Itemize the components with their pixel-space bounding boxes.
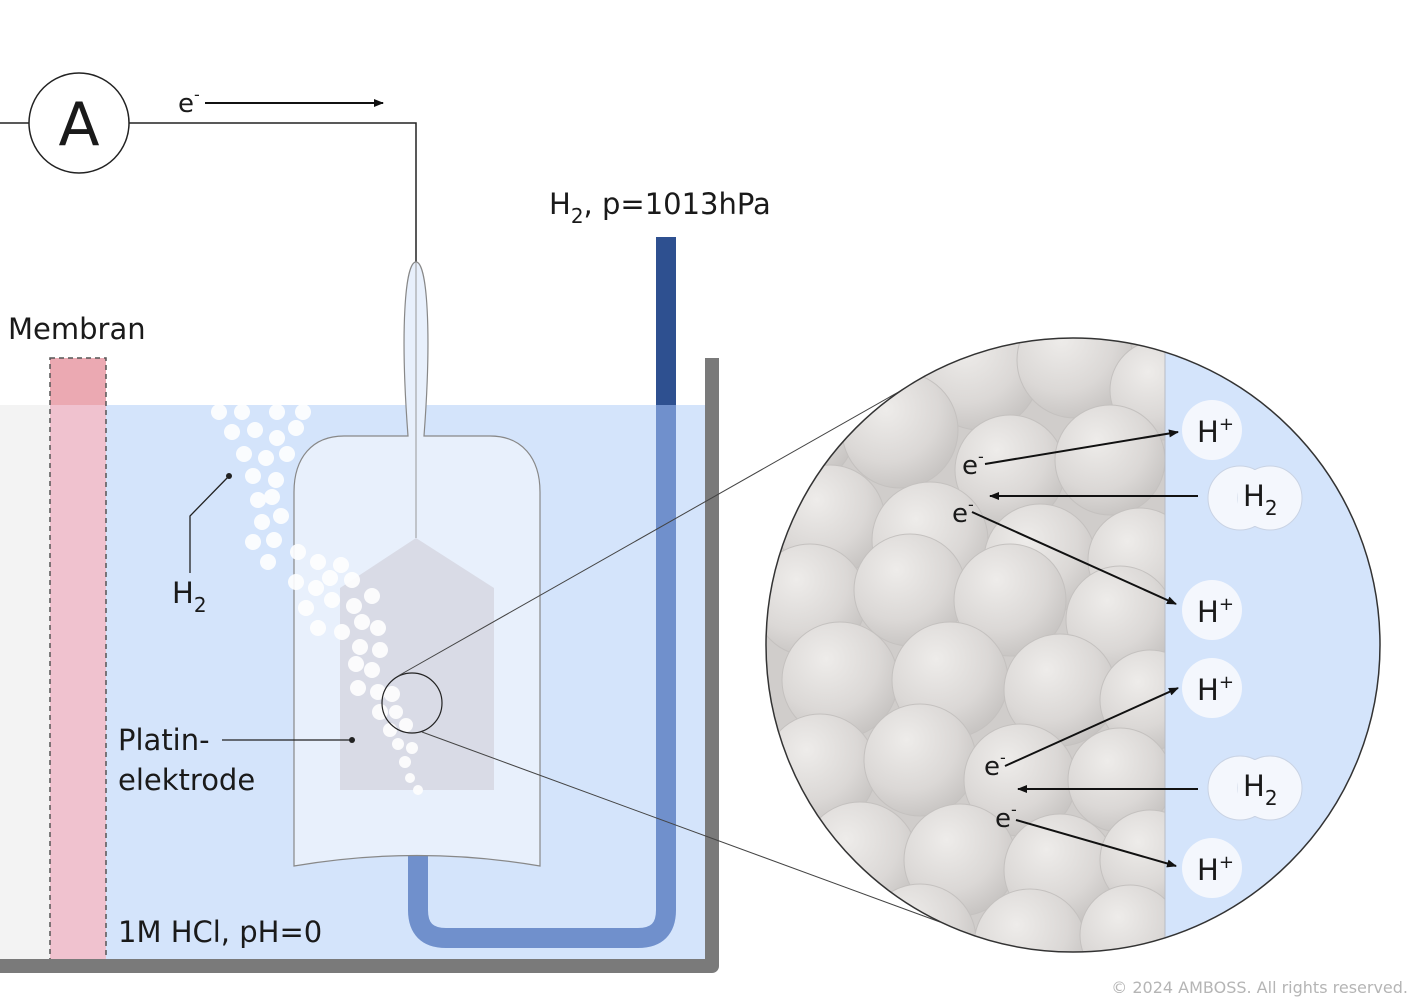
platinum-electrode	[340, 538, 494, 790]
membrane-label: Membran	[8, 312, 146, 346]
zoom-source-circle	[381, 672, 443, 734]
zoom-line-top	[397, 389, 903, 677]
copyright-notice: © 2024 AMBOSS. All rights reserved.	[1111, 978, 1408, 997]
wire-right	[128, 122, 417, 262]
hydrogen-molecule: H2	[1207, 755, 1303, 821]
arrow-electron-to-proton	[1004, 687, 1179, 767]
electrode-label-line1: Platin-	[118, 723, 210, 757]
h2-bubble-label: H2	[172, 576, 207, 617]
membrane	[50, 358, 106, 960]
proton-label: H+	[1197, 414, 1234, 449]
proton-label: H+	[1197, 852, 1234, 887]
proton-label: H+	[1197, 594, 1234, 629]
arrow-electron-to-proton	[1015, 819, 1177, 868]
ammeter-icon	[28, 72, 130, 174]
reaction-arrows	[971, 429, 1198, 868]
h2-bubble-leader	[189, 475, 230, 573]
zoom-circle-outline	[765, 337, 1381, 953]
proton-ion: H+	[1182, 400, 1242, 460]
membrane-top	[50, 358, 106, 405]
left-compartment	[0, 405, 50, 960]
zoom-view	[766, 338, 1380, 952]
vessel-wall	[0, 358, 719, 973]
gas-tube	[408, 405, 676, 948]
hydrogen-label: H2	[1243, 479, 1278, 520]
arrow-electron-to-proton	[971, 511, 1177, 605]
electron-flow-label: e-	[178, 85, 200, 119]
proton-label: H+	[1197, 672, 1234, 707]
hydrogen-label: H2	[1243, 769, 1278, 810]
proton-ion: H+	[1182, 658, 1242, 718]
platinum-atoms	[766, 338, 1211, 952]
h2-bubble-leader-dot	[226, 473, 232, 479]
h2-supply-label: H2, p=1013hPa	[549, 187, 771, 228]
electron-label: e-	[962, 447, 984, 481]
proton-ion: H+	[1182, 838, 1242, 898]
electron-label: e-	[952, 495, 974, 529]
proton-ion: H+	[1182, 580, 1242, 640]
ammeter-symbol: A	[58, 90, 99, 160]
h2-bubbles	[211, 404, 423, 795]
electrode-label-line2: elektrode	[118, 763, 255, 797]
arrow-electron-to-proton	[984, 429, 1179, 465]
electron-label: e-	[984, 748, 1006, 782]
solution-label: 1M HCl, pH=0	[118, 915, 322, 949]
zoom-line-bottom	[421, 731, 941, 923]
electrode-leader-dot	[349, 737, 355, 743]
hydrogen-molecule: H2	[1207, 465, 1303, 531]
electron-label: e-	[995, 800, 1017, 834]
gas-tube-dark	[656, 237, 676, 407]
